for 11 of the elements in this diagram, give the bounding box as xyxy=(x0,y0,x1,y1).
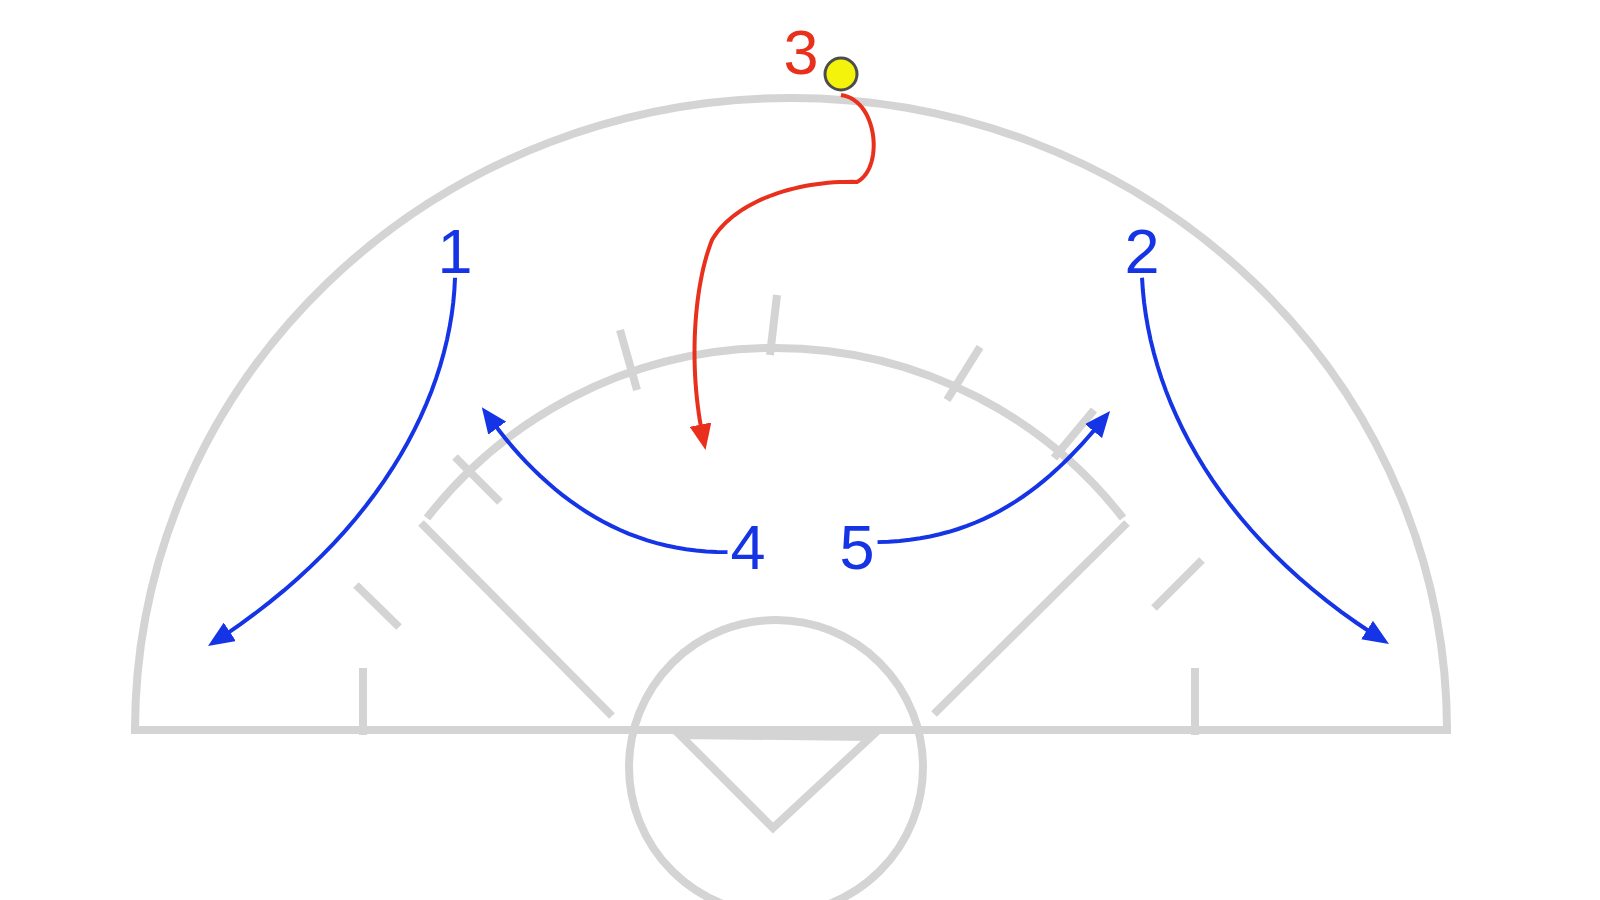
player-number: 5 xyxy=(839,523,875,571)
ball-icon xyxy=(823,56,859,92)
player-number: 4 xyxy=(730,523,766,571)
curved-arrow xyxy=(689,93,876,451)
curved-arrow xyxy=(1140,277,1389,644)
curved-arrow xyxy=(481,407,728,555)
player-number: 2 xyxy=(1124,227,1160,275)
player-number: 1 xyxy=(437,227,473,275)
player-number: 3 xyxy=(783,28,819,76)
curved-arrow xyxy=(877,411,1111,545)
curved-arrow xyxy=(208,277,457,646)
